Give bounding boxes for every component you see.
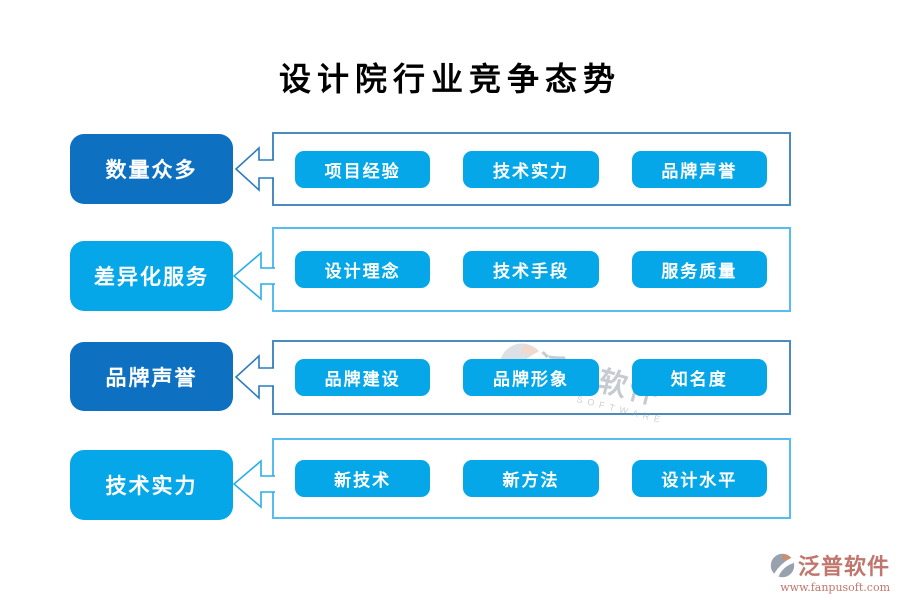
factor-chip: 项目经验 [295,150,431,188]
factor-chip: 知名度 [631,359,767,396]
brand-footer: 泛普软件 www.fanpusoft.com [770,549,890,594]
factor-chip: 技术实力 [463,150,599,188]
row-label-brand: 品牌声誉 [70,342,233,411]
row-label-technology: 技术实力 [70,450,233,520]
factor-chip: 服务质量 [631,251,767,288]
row-panel: 项目经验 技术实力 品牌声誉 [272,132,791,206]
factor-chip: 品牌形象 [463,359,599,396]
callout-arrow-icon [234,146,274,192]
factor-chip: 新技术 [295,460,431,497]
callout-arrow-icon [232,459,275,509]
factor-chip: 技术手段 [463,251,599,288]
brand-url: www.fanpusoft.com [780,581,890,594]
brand-name: 泛普软件 [797,554,890,580]
row-panel: 品牌建设 品牌形象 知名度 [272,340,791,415]
factor-chip: 新方法 [463,460,599,497]
factor-chip: 品牌声誉 [631,150,767,188]
factor-chip: 设计水平 [631,460,767,497]
page-title: 设计院行业竞争态势 [278,60,621,98]
callout-arrow-icon [234,354,274,400]
row-label-differentiation: 差异化服务 [70,241,233,311]
row-panel: 设计理念 技术手段 服务质量 [272,227,791,312]
factor-chip: 设计理念 [295,251,431,288]
row-panel: 新技术 新方法 设计水平 [272,438,791,519]
factor-chip: 品牌建设 [295,359,431,396]
callout-arrow-icon [232,251,275,301]
fanpu-logo-icon [770,553,795,577]
row-label-quantity: 数量众多 [70,134,233,204]
